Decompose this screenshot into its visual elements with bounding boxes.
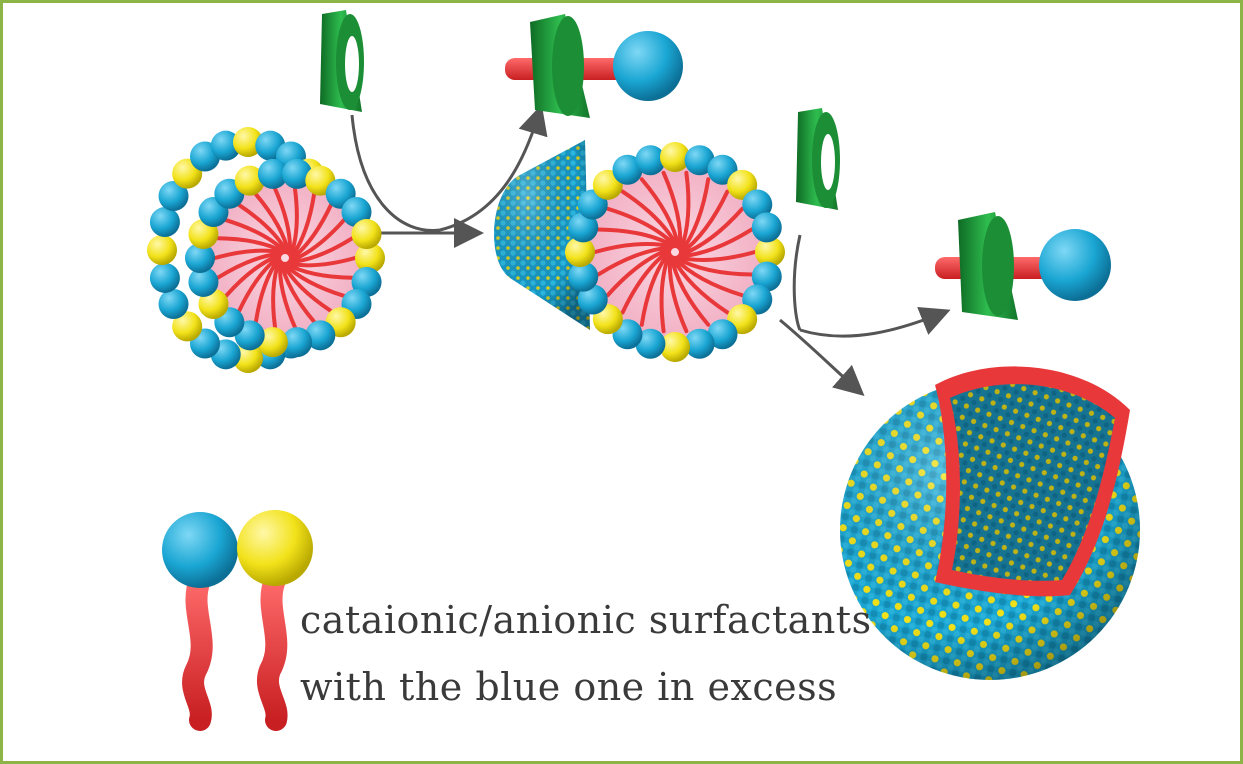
vesicle [840, 366, 1140, 680]
cyclodextrin-host-2 [796, 108, 840, 210]
host-guest-complex-2 [935, 212, 1111, 320]
arrow-host-in-2 [794, 235, 800, 330]
legend-caption-line-1: cataionic/anionic surfactants [300, 598, 872, 642]
spherical-micelle [147, 127, 385, 373]
arrow-complex-out-2 [800, 312, 945, 336]
host-guest-complex-1 [505, 14, 683, 118]
cylindrical-micelle [494, 140, 785, 362]
arrow-tube-to-vesicle [780, 320, 860, 392]
cationic-surfactant-legend [162, 512, 238, 720]
legend-caption-line-2: with the blue one in excess [300, 665, 837, 709]
cyclodextrin-host-1 [320, 10, 364, 112]
